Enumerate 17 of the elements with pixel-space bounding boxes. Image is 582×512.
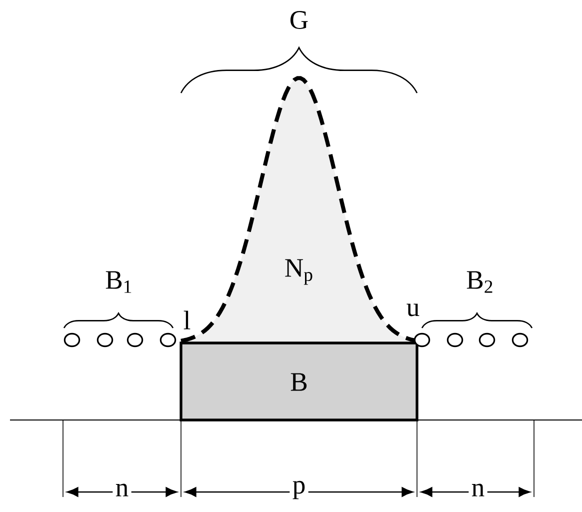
end-label: l — [184, 310, 190, 330]
dimension-label: n — [468, 481, 488, 499]
brace-label: G — [290, 11, 308, 29]
ball — [478, 332, 496, 348]
ball — [64, 332, 80, 348]
ball — [160, 332, 176, 348]
ball — [126, 332, 144, 348]
brace-label: B$_{1}$ — [106, 271, 132, 293]
dimension-label: n — [112, 481, 132, 499]
end-label: u — [406, 304, 420, 316]
ball — [414, 332, 430, 348]
brace-label: B$_{2}$ — [466, 271, 492, 293]
dimension-label: p — [290, 478, 308, 502]
ball — [512, 332, 528, 348]
ball — [446, 332, 464, 348]
ball — [96, 332, 114, 348]
shaded-box: B — [180, 342, 418, 422]
